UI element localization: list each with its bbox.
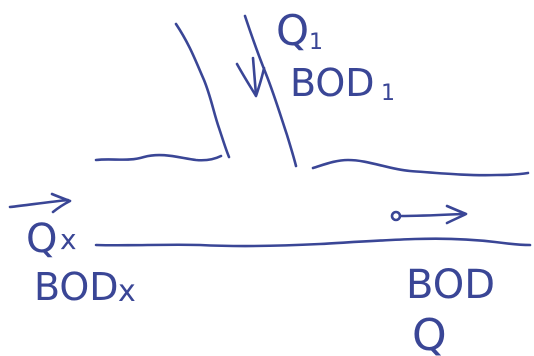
upstream-bod-label: BOD x: [34, 265, 136, 309]
tributary-flow-text: Q: [276, 6, 309, 55]
downstream-flow-text: Q: [412, 310, 447, 356]
upstream-flow-arrow: [8, 192, 72, 214]
main-river-lower-bank: [94, 237, 532, 248]
tributary-right-bank: [243, 14, 298, 168]
tributary-flow-subscript: 1: [309, 30, 323, 55]
downstream-labels: BOD Q: [406, 262, 495, 356]
upstream-bod-text: BOD: [34, 265, 119, 309]
upper-bank-left-segment: [94, 153, 223, 162]
tributary-channel: [174, 14, 298, 168]
downstream-bod-text: BOD: [406, 262, 495, 308]
upstream-flow-text: Q: [26, 216, 57, 262]
upstream-flow-label: Q x: [26, 216, 77, 262]
tributary-bod-text: BOD: [290, 61, 375, 105]
main-river-upper-bank: [94, 153, 530, 177]
upper-bank-right-segment: [311, 158, 530, 177]
tributary-left-bank: [174, 22, 231, 159]
upstream-flow-subscript: x: [60, 223, 77, 256]
tributary-flow-arrow: [235, 56, 266, 98]
tributary-flow-label: Q 1: [276, 6, 323, 55]
upstream-bod-subscript: x: [118, 274, 136, 309]
tributary-bod-subscript: 1: [381, 81, 395, 106]
tributary-bod-label: BOD 1: [290, 61, 395, 106]
downstream-flow-arrow: [390, 204, 468, 225]
